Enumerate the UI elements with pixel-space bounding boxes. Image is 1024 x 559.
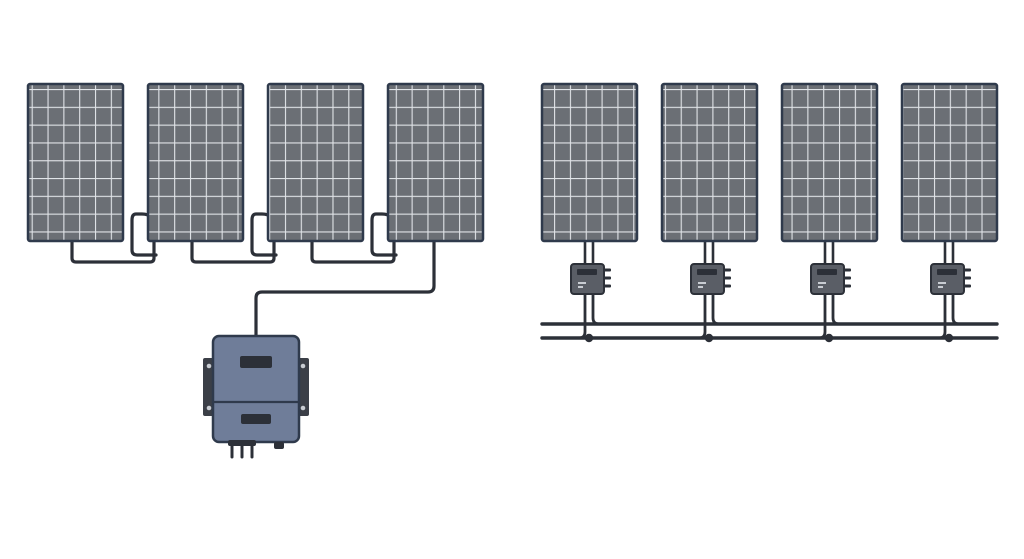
microinverter-system	[540, 82, 999, 343]
ac-drop	[817, 290, 841, 340]
string-inverter	[203, 334, 309, 459]
dc-leads	[703, 238, 715, 268]
ac-drop	[697, 290, 721, 340]
inverter-label-plate	[241, 414, 271, 424]
micro-units	[570, 238, 971, 343]
micro-display	[937, 269, 957, 275]
string-cable-to-inverter	[254, 238, 436, 342]
string-panel-1	[26, 82, 125, 243]
micro-terminal	[844, 284, 851, 288]
solar-panel-icon	[540, 82, 639, 243]
micro-mark	[818, 282, 826, 284]
inverter-display	[240, 356, 272, 368]
solar-panel-icon	[660, 82, 759, 243]
micro-body	[930, 263, 965, 295]
micro-panel-2	[660, 82, 759, 243]
micro-terminal	[604, 284, 611, 288]
dc-leads	[823, 238, 835, 268]
string-panel-4	[386, 82, 485, 243]
micro-mark	[578, 282, 586, 284]
micro-mark	[818, 286, 823, 288]
micro-panel-4	[900, 82, 999, 243]
solar-panel-icon	[386, 82, 485, 243]
micro-body	[810, 263, 845, 295]
solar-panel-icon	[26, 82, 125, 243]
micro-terminal	[964, 276, 971, 280]
trunk-junction	[704, 333, 714, 343]
string-panel-2	[146, 82, 245, 243]
micro-body	[570, 263, 605, 295]
microinverter-unit-3	[810, 238, 851, 343]
microinverter-unit-2	[690, 238, 731, 343]
trunk-junction	[824, 333, 834, 343]
solar-panel-icon	[146, 82, 245, 243]
micro-mark	[578, 286, 583, 288]
micro-mark	[698, 286, 703, 288]
micro-terminal	[724, 268, 731, 272]
microinverter-icon	[810, 263, 851, 295]
dc-leads	[943, 238, 955, 268]
micro-body	[690, 263, 725, 295]
inverter-body	[211, 334, 301, 444]
string-cabling	[70, 212, 436, 342]
micro-terminal	[844, 268, 851, 272]
microinverter-icon	[690, 263, 731, 295]
micro-mark	[938, 282, 946, 284]
ac-drop	[937, 290, 961, 340]
string-panel-3	[266, 82, 365, 243]
micro-display	[697, 269, 717, 275]
inverter-switch	[274, 442, 284, 449]
solar-panel-icon	[780, 82, 879, 243]
solar-panel-icon	[900, 82, 999, 243]
micro-display	[577, 269, 597, 275]
micro-terminal	[964, 268, 971, 272]
microinverter-icon	[570, 263, 611, 295]
micro-panel-1	[540, 82, 639, 243]
microinverter-unit-1	[570, 238, 611, 343]
micro-terminal	[724, 276, 731, 280]
string-inverter-icon	[203, 334, 309, 459]
ac-trunk-cable	[540, 322, 999, 340]
solar-panel-icon	[266, 82, 365, 243]
micro-mark	[938, 286, 943, 288]
dc-leads	[583, 238, 595, 268]
micro-terminal	[724, 284, 731, 288]
microinverter-unit-4	[930, 238, 971, 343]
micro-terminal	[604, 276, 611, 280]
micro-display	[817, 269, 837, 275]
micro-terminal	[604, 268, 611, 272]
micro-terminal	[964, 284, 971, 288]
micro-terminal	[844, 276, 851, 280]
trunk-junction	[584, 333, 594, 343]
micro-panel-3	[780, 82, 879, 243]
ac-drop	[577, 290, 601, 340]
micro-mark	[698, 282, 706, 284]
trunk-junction	[944, 333, 954, 343]
string-inverter-system	[26, 82, 485, 459]
microinverter-icon	[930, 263, 971, 295]
